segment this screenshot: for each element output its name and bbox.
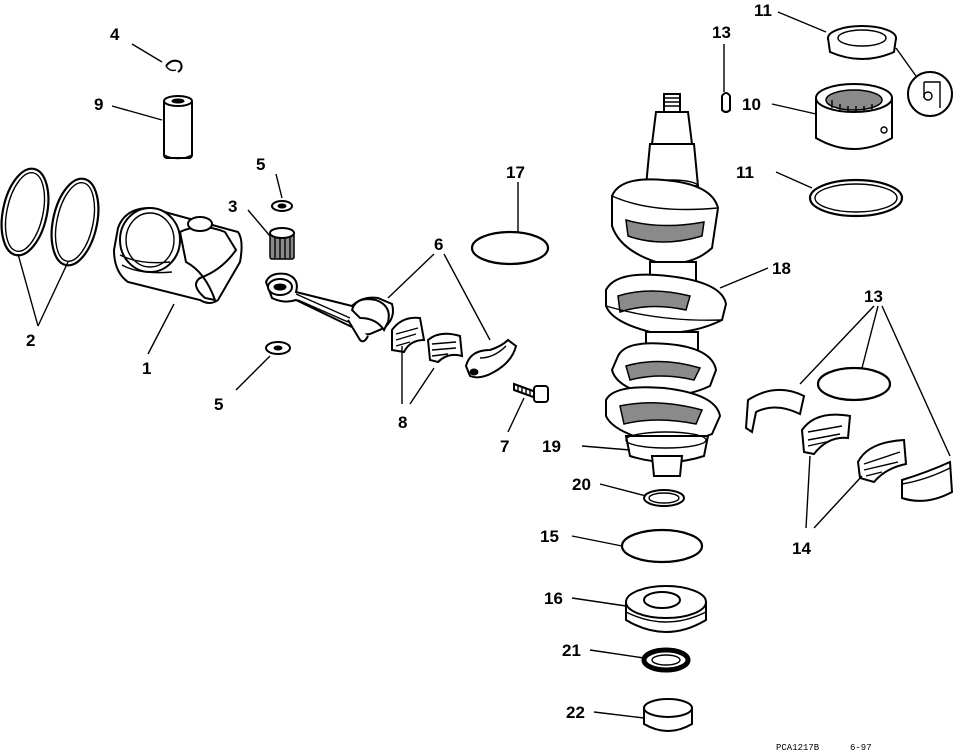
part-piston-rings	[0, 167, 100, 267]
callout-6: 6	[434, 235, 443, 254]
callout-labels: 4 9 5 3 6 2 1 5 5 8 7 17 13 11 9 10 9 10…	[26, 1, 883, 722]
part-needle-bearing	[269, 227, 295, 260]
part-seal-ring-21	[643, 489, 685, 507]
callout-17: 16	[544, 589, 563, 608]
callout-2: 2	[26, 331, 35, 350]
leader-lines	[17, 11, 951, 719]
callout-5-lower-label: 5	[214, 395, 223, 414]
callout-18: 17	[506, 163, 525, 182]
part-bearing-cages	[391, 316, 464, 364]
callout-11: 11	[754, 1, 772, 20]
callout-9: 9	[94, 95, 103, 114]
part-crankshaft	[605, 93, 728, 477]
part-bushing	[643, 698, 693, 732]
part-rod-cap	[464, 338, 518, 379]
part-main-bearing-halves	[744, 366, 954, 502]
figure-caption: PCA1217B 6-97	[776, 743, 872, 753]
callout-22: 21	[562, 641, 581, 660]
callout-3: 3	[228, 197, 237, 216]
part-wrist-pin	[163, 95, 193, 160]
part-main-bearing-cages	[800, 413, 908, 484]
part-thrust-washer-upper	[271, 200, 293, 212]
part-woodruff-key	[721, 92, 731, 113]
callout-1: 1	[142, 359, 151, 378]
figure-code: PCA1217B	[776, 743, 820, 753]
part-roller-bearing	[815, 83, 893, 150]
callout-13: 13	[712, 23, 731, 42]
part-rod-bolt	[513, 382, 549, 403]
callout-23: 22	[566, 703, 585, 722]
callout-7: 7	[500, 437, 509, 456]
callout-20: 19	[542, 437, 561, 456]
callout-5-upper: 5	[256, 155, 265, 174]
part-retainer-clip-detail	[907, 71, 953, 117]
callout-ten: 10	[742, 95, 761, 114]
part-seal-carrier	[625, 585, 707, 633]
callout-15: 14	[792, 539, 811, 558]
callout-12: 11	[736, 163, 754, 182]
callout-14: 13	[864, 287, 883, 306]
part-seal-ring-18	[470, 230, 550, 266]
callout-16: 15	[540, 527, 559, 546]
callout-8: 8	[398, 413, 407, 432]
part-oil-seal	[827, 25, 897, 60]
figure-date: 6-97	[850, 743, 872, 753]
part-seal-ring-16	[620, 528, 704, 564]
part-piston	[112, 206, 243, 304]
part-seal-ring-12	[808, 178, 904, 218]
part-oil-seal-22	[641, 647, 691, 673]
callout-21: 20	[572, 475, 591, 494]
callout-19: 18	[772, 259, 791, 278]
part-retaining-ring	[165, 59, 183, 73]
part-thrust-washer-lower	[265, 341, 291, 355]
part-connecting-rod	[264, 272, 394, 343]
callout-4: 4	[110, 25, 120, 44]
